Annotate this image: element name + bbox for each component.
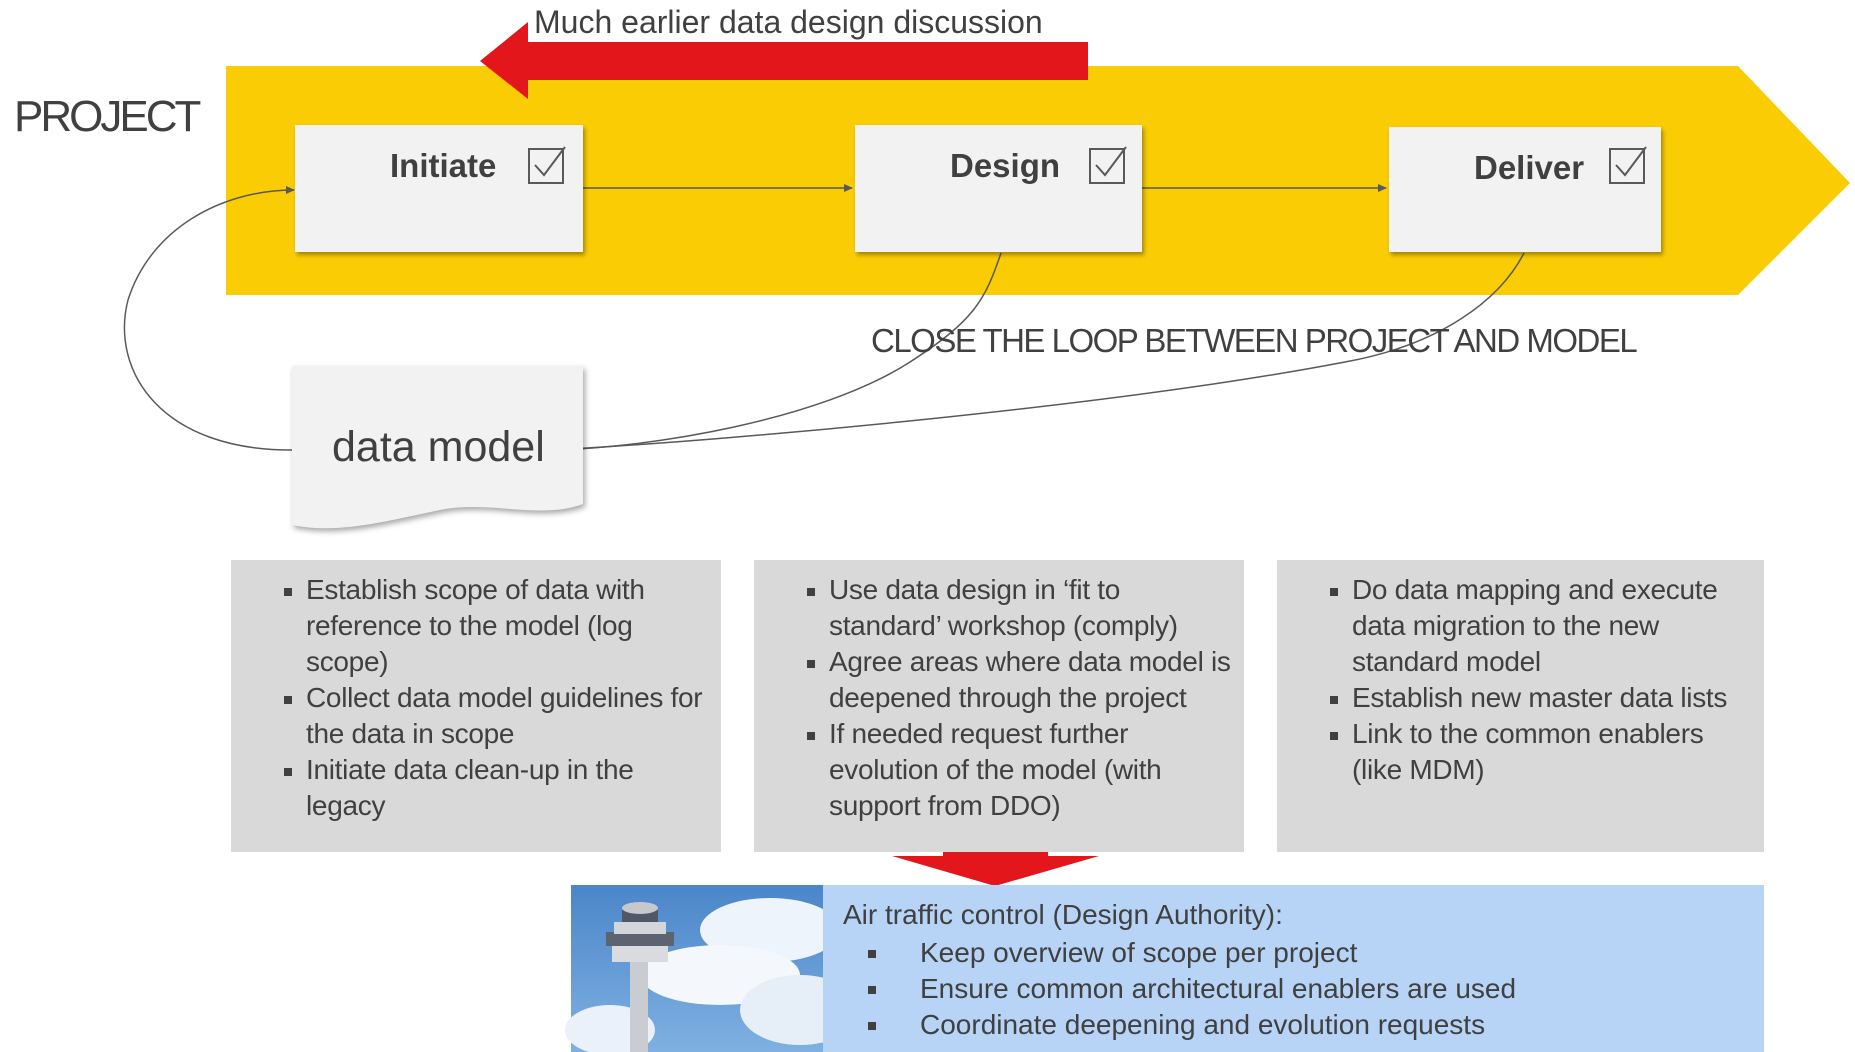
stage-deliver: Deliver — [1389, 127, 1661, 252]
design-authority-list: Keep overview of scope per project Ensur… — [843, 935, 1516, 1043]
stage-title: Initiate — [390, 147, 497, 184]
list-item: Use data design in ‘fit to standard’ wor… — [774, 572, 1234, 644]
design-activities-panel: Use data design in ‘fit to standard’ wor… — [754, 560, 1244, 852]
data-model-label: data model — [332, 423, 545, 471]
list-item: Initiate data clean-up in the legacy — [251, 752, 711, 824]
stage-initiate: Initiate — [295, 125, 583, 252]
list-item: Keep overview of scope per project — [843, 935, 1516, 971]
list-item: Link to the common enablers (like MDM) — [1297, 716, 1754, 788]
design-activities-list: Use data design in ‘fit to standard’ wor… — [774, 572, 1234, 824]
list-item: Agree areas where data model is deepened… — [774, 644, 1234, 716]
design-authority-panel: Air traffic control (Design Authority): … — [823, 885, 1764, 1052]
deliver-activities-panel: Do data mapping and execute data migrati… — [1277, 560, 1764, 852]
design-authority-heading: Air traffic control (Design Authority): — [843, 899, 1283, 930]
list-item: Ensure common architectural enablers are… — [843, 971, 1516, 1007]
connector-design-to-model — [551, 252, 1002, 454]
control-tower-photo — [565, 885, 860, 1052]
checkbox-checked-icon — [528, 146, 566, 184]
connector-model-to-initiate — [123, 186, 297, 451]
stage-title: Design — [950, 147, 1061, 184]
deliver-activities-list: Do data mapping and execute data migrati… — [1297, 572, 1754, 788]
earlier-discussion-caption: Much earlier data design discussion — [534, 4, 1043, 40]
close-loop-caption: CLOSE THE LOOP BETWEEN PROJECT AND MODEL — [871, 322, 1638, 359]
list-item: Establish scope of data with reference t… — [251, 572, 711, 680]
project-label: PROJECT — [14, 92, 201, 141]
checkbox-checked-icon — [1089, 146, 1127, 184]
list-item: Coordinate deepening and evolution reque… — [843, 1007, 1516, 1043]
initiate-activities-list: Establish scope of data with reference t… — [251, 572, 711, 824]
stage-title: Deliver — [1474, 149, 1585, 186]
earlier-discussion-arrow — [480, 22, 1088, 99]
stage-design: Design — [855, 125, 1142, 252]
list-item: Do data mapping and execute data migrati… — [1297, 572, 1754, 680]
list-item: If needed request further evolution of t… — [774, 716, 1234, 824]
list-item: Collect data model guidelines for the da… — [251, 680, 711, 752]
list-item: Establish new master data lists — [1297, 680, 1754, 716]
checkbox-checked-icon — [1609, 146, 1647, 184]
connector-deliver-to-model — [551, 252, 1525, 454]
data-model-document — [292, 366, 583, 529]
initiate-activities-panel: Establish scope of data with reference t… — [231, 560, 721, 852]
